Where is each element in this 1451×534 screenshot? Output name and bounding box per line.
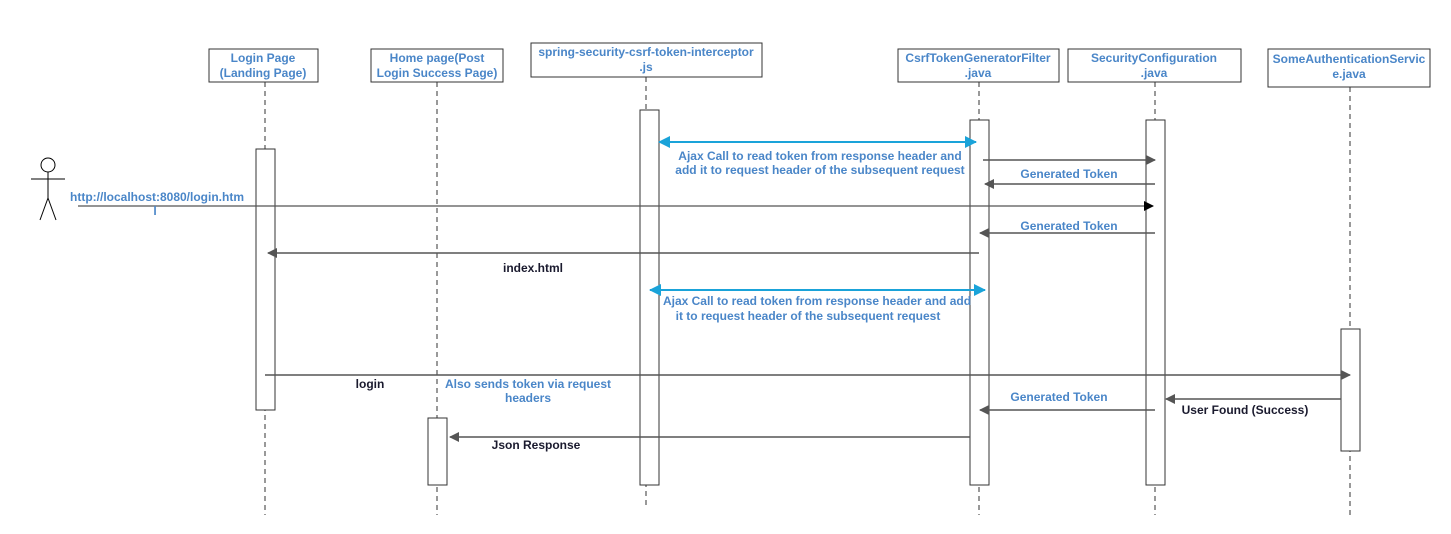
header-auth: SomeAuthenticationServic e.java <box>1267 48 1431 88</box>
user-found-label: User Found (Success) <box>1182 403 1309 417</box>
sends-token-label-line2: headers <box>505 391 551 405</box>
header-home-line1: Home page(Post <box>390 51 485 65</box>
sends-token-label-line1: Also sends token via request <box>445 377 611 391</box>
json-response-label: Json Response <box>492 438 581 452</box>
ajax-label-1-line2: add it to request header of the subseque… <box>675 163 964 177</box>
header-login-line1: Login Page <box>231 51 296 65</box>
url-label-line2: l <box>153 204 156 218</box>
generated-token-label-2: Generated Token <box>1020 219 1117 233</box>
header-security-line2: .java <box>1141 66 1168 80</box>
header-filter-line1: CsrfTokenGeneratorFilter <box>905 51 1050 65</box>
login-label: login <box>356 377 385 391</box>
header-home-line2: Login Success Page) <box>377 66 498 80</box>
url-label-line1: http://localhost:8080/login.htm <box>70 190 244 204</box>
messages: Ajax Call to read token from response he… <box>70 136 1351 452</box>
header-auth-line2: e.java <box>1332 67 1366 81</box>
header-filter-line2: .java <box>965 66 992 80</box>
header-interceptor-line2: .js <box>639 60 653 74</box>
generated-token-label-3: Generated Token <box>1010 390 1107 404</box>
activation-security <box>1145 119 1166 486</box>
ajax-label-1-line1: Ajax Call to read token from response he… <box>678 149 961 163</box>
activation-auth <box>1340 328 1361 452</box>
actor-icon <box>31 157 65 221</box>
ajax-label-2-line1: Ajax Call to read token from response he… <box>663 294 971 308</box>
header-security: SecurityConfiguration .java <box>1067 48 1242 83</box>
activation-bars <box>255 109 1361 486</box>
header-security-line1: SecurityConfiguration <box>1091 51 1217 65</box>
header-login-page: Login Page (Landing Page) <box>208 48 319 83</box>
ajax-label-2-line2: it to request header of the subsequent r… <box>676 309 941 323</box>
header-home-page: Home page(Post Login Success Page) <box>370 48 504 83</box>
header-interceptor-line1: spring-security-csrf-token-interceptor <box>538 45 754 59</box>
lifeline-headers: Login Page (Landing Page) Home page(Post… <box>208 42 1431 88</box>
header-filter: CsrfTokenGeneratorFilter .java <box>897 48 1060 83</box>
index-label: index.html <box>503 261 563 275</box>
header-login-line2: (Landing Page) <box>220 66 307 80</box>
activation-interceptor <box>639 109 660 486</box>
header-interceptor: spring-security-csrf-token-interceptor .… <box>530 42 763 78</box>
generated-token-label-1: Generated Token <box>1020 167 1117 181</box>
activation-filter <box>969 119 990 486</box>
activation-home <box>427 417 448 486</box>
activation-login <box>255 148 276 411</box>
header-auth-line1: SomeAuthenticationServic <box>1273 52 1426 66</box>
